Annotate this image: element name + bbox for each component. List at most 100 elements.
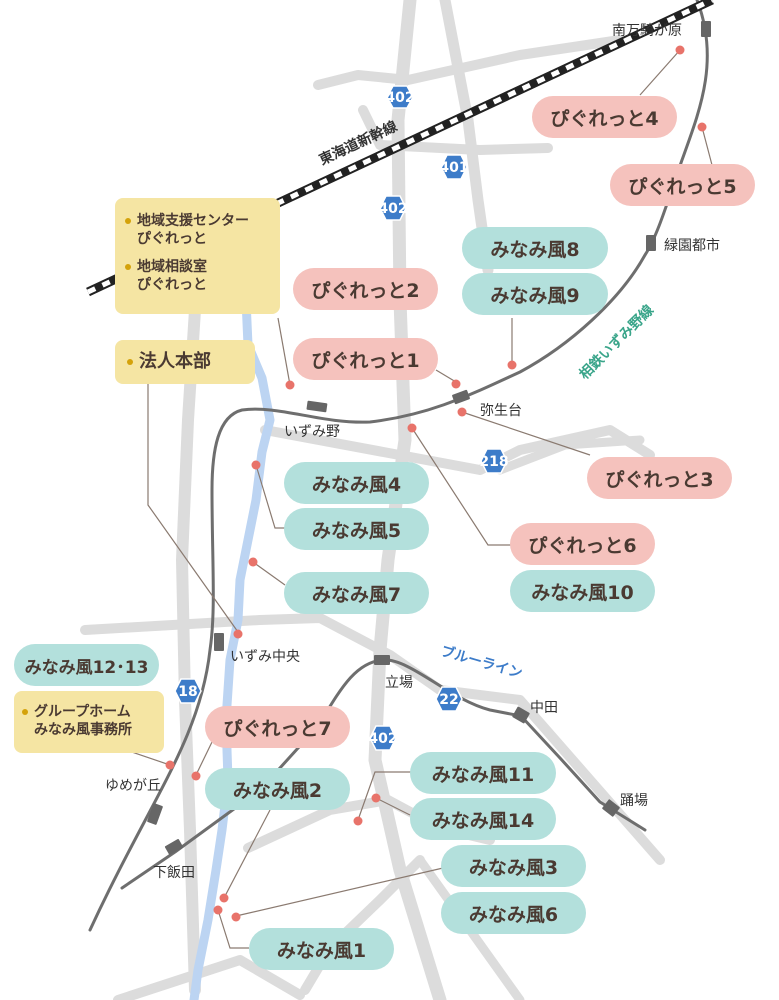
- facility-label-pigret4[interactable]: ぴぐれっと4: [532, 96, 677, 138]
- facility-pin: [231, 912, 241, 922]
- route-marker-218: 218: [479, 448, 509, 474]
- station-marker-yumegaoka: [147, 803, 163, 825]
- leader-line: [411, 427, 513, 546]
- group-home-box: グループホーム みなみ風事務所: [14, 691, 164, 753]
- station-markers: [147, 21, 711, 855]
- facility-pin: [675, 45, 685, 55]
- road: [368, 0, 447, 1000]
- facility-pin: [457, 407, 467, 417]
- support-center-item: 地域支援センター ぴぐれっと: [125, 212, 270, 248]
- facility-label-pigret1[interactable]: ぴぐれっと1: [293, 338, 438, 380]
- station-label-shimoiida: 下飯田: [153, 864, 195, 881]
- facility-label-minami3[interactable]: みなみ風3: [441, 845, 586, 887]
- facility-label-pigret3[interactable]: ぴぐれっと3: [587, 457, 732, 499]
- facility-label-minami6[interactable]: みなみ風6: [441, 892, 586, 934]
- route-marker-22: 22: [435, 686, 463, 712]
- road: [495, 435, 645, 475]
- route-marker-402: 402: [385, 85, 415, 109]
- leader-line: [701, 126, 713, 166]
- route-markers: 402 401 402 218 18 22 402: [174, 85, 509, 751]
- leader-line: [195, 741, 213, 776]
- station-label-tateba: 立場: [385, 675, 413, 691]
- station-marker-nakata: [512, 706, 530, 724]
- facility-label-minami4[interactable]: みなみ風4: [284, 462, 429, 504]
- leader-line: [255, 464, 285, 529]
- facility-label-minami10[interactable]: みなみ風10: [510, 570, 655, 612]
- hq-box: 法人本部: [115, 340, 255, 384]
- bullet-icon: [125, 264, 131, 270]
- bullet-icon: [127, 359, 133, 365]
- facility-pin: [697, 122, 707, 132]
- route-marker-401: 401: [439, 154, 469, 180]
- route-marker-402: 402: [378, 195, 408, 221]
- road: [176, 304, 201, 996]
- leader-line: [223, 809, 271, 899]
- route-number: 402: [378, 201, 407, 217]
- route-marker-402: 402: [368, 725, 398, 751]
- facility-label-minami7[interactable]: みなみ風7: [284, 572, 429, 614]
- facility-label-minami2[interactable]: みなみ風2: [205, 768, 350, 810]
- facility-label-pigret5[interactable]: ぴぐれっと5: [610, 164, 755, 206]
- facility-label-minami12-13[interactable]: みなみ風12･13: [14, 644, 159, 686]
- station-label-yayoidai: 弥生台: [480, 402, 522, 419]
- route-marker-18: 18: [174, 678, 202, 704]
- station-label-izumichuo: いずみ中央: [230, 649, 300, 665]
- leader-lines: [119, 49, 713, 949]
- facility-pins: [165, 45, 707, 922]
- facility-pin: [353, 816, 363, 826]
- facility-label-minami5[interactable]: みなみ風5: [284, 508, 429, 550]
- station-marker-odoriba: [602, 799, 620, 817]
- facility-pin: [248, 557, 258, 567]
- facility-label-minami8[interactable]: みなみ風8: [462, 227, 608, 269]
- station-marker-izumichuo: [214, 633, 224, 651]
- route-number: 218: [479, 454, 508, 470]
- facility-label-minami11[interactable]: みなみ風11: [410, 752, 556, 794]
- consultation-item: 地域相談室 ぴぐれっと: [125, 258, 270, 294]
- facility-pin: [213, 905, 223, 915]
- facility-label-minami14[interactable]: みなみ風14: [410, 798, 556, 840]
- station-marker-yayoidai: [452, 389, 470, 405]
- leader-line: [277, 317, 291, 386]
- station-label-izumino: いずみ野: [284, 424, 340, 440]
- hq-label: 法人本部: [139, 351, 211, 372]
- facility-pin: [191, 771, 201, 781]
- leader-line: [235, 867, 444, 917]
- route-number: 18: [178, 684, 197, 700]
- leader-line: [147, 384, 239, 633]
- hq-item: 法人本部: [127, 351, 243, 373]
- river: [189, 295, 275, 1000]
- station-label-ryokuentoshi: 緑園都市: [664, 237, 720, 254]
- road: [113, 955, 305, 1000]
- leader-line: [252, 561, 286, 586]
- station-marker-izumino: [306, 400, 328, 413]
- facility-pin: [233, 629, 243, 639]
- leader-line: [357, 771, 412, 821]
- station-label-nakata: 中田: [530, 700, 558, 716]
- facility-label-pigret7[interactable]: ぴぐれっと7: [205, 706, 350, 748]
- road: [80, 613, 665, 865]
- route-number: 22: [439, 692, 458, 708]
- facility-pin: [285, 380, 295, 390]
- leader-line: [217, 909, 249, 949]
- facility-pin: [371, 793, 381, 803]
- road: [300, 855, 425, 995]
- facility-label-pigret2[interactable]: ぴぐれっと2: [293, 268, 438, 310]
- facility-pin: [165, 760, 175, 770]
- facility-label-minami1[interactable]: みなみ風1: [249, 928, 394, 970]
- station-label-yumegaoka: ゆめが丘: [105, 778, 161, 794]
- facility-label-minami9[interactable]: みなみ風9: [462, 273, 608, 315]
- station-label-odoriba: 踊場: [620, 793, 648, 809]
- route-number: 402: [385, 90, 414, 106]
- road: [313, 35, 625, 90]
- facility-pin: [507, 360, 517, 370]
- facility-pin: [219, 893, 229, 903]
- bullet-icon: [125, 218, 131, 224]
- leader-line: [435, 369, 457, 383]
- facility-label-pigret6[interactable]: ぴぐれっと6: [510, 523, 655, 565]
- bullet-icon: [22, 709, 28, 715]
- station-marker-tateba: [374, 655, 390, 665]
- route-number: 401: [439, 160, 468, 176]
- group-home-item: グループホーム みなみ風事務所: [22, 703, 156, 739]
